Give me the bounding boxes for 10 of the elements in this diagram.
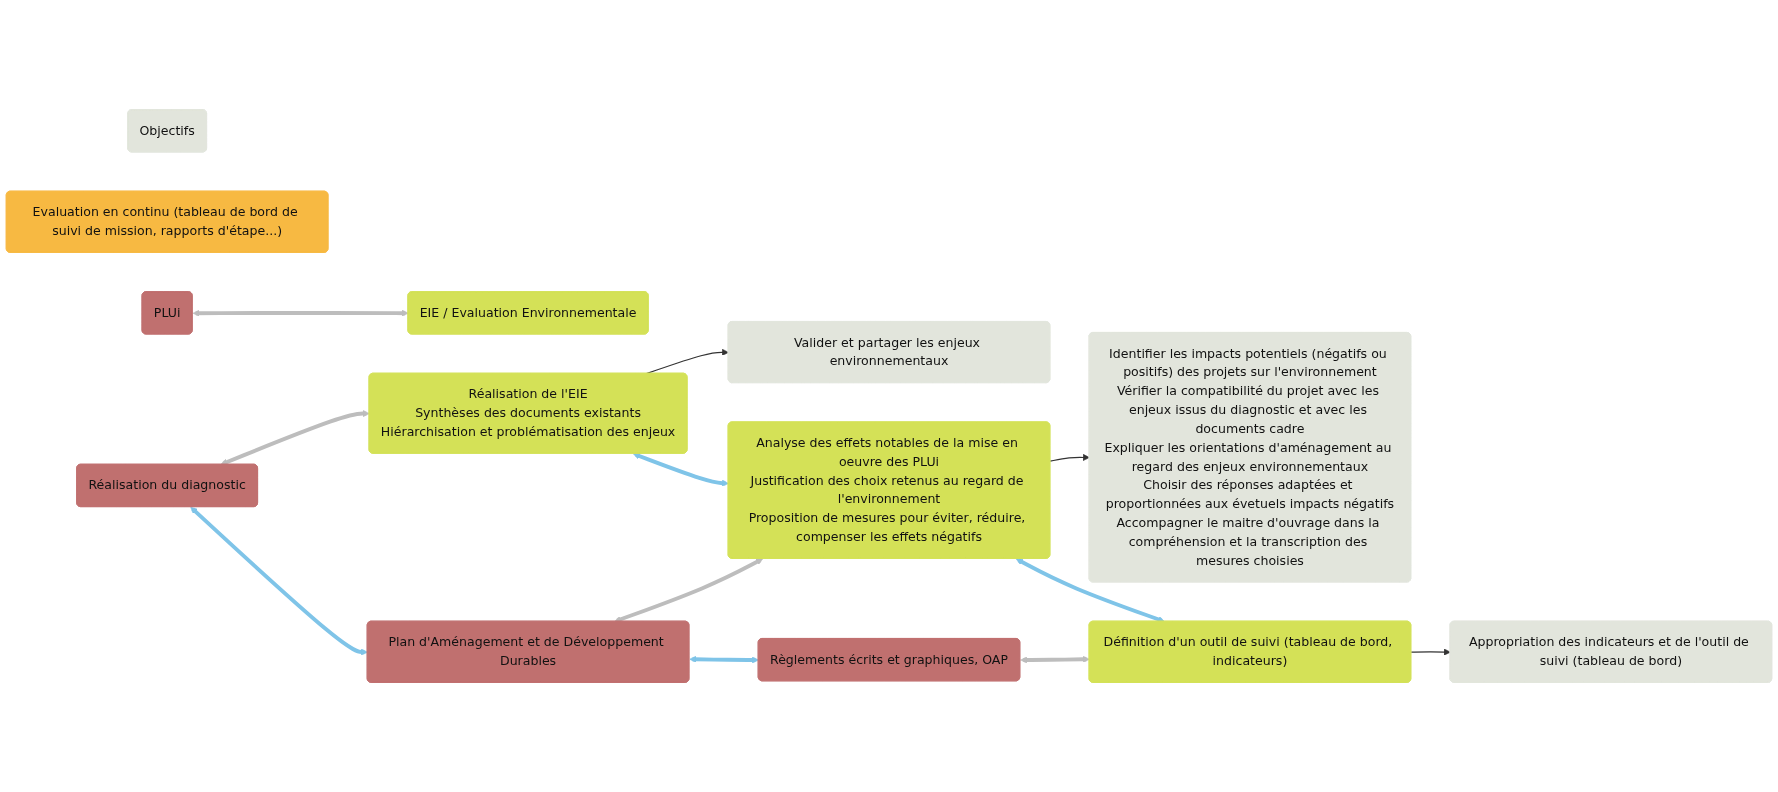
arrow [1020,655,1090,664]
arrow [220,410,370,466]
arrow [1049,454,1090,462]
arrow [633,452,729,487]
arrow [1410,648,1451,656]
arrow [190,506,368,656]
arrow [192,309,409,317]
arrow [1015,558,1165,623]
arrow [689,655,759,664]
arrow [614,558,764,623]
